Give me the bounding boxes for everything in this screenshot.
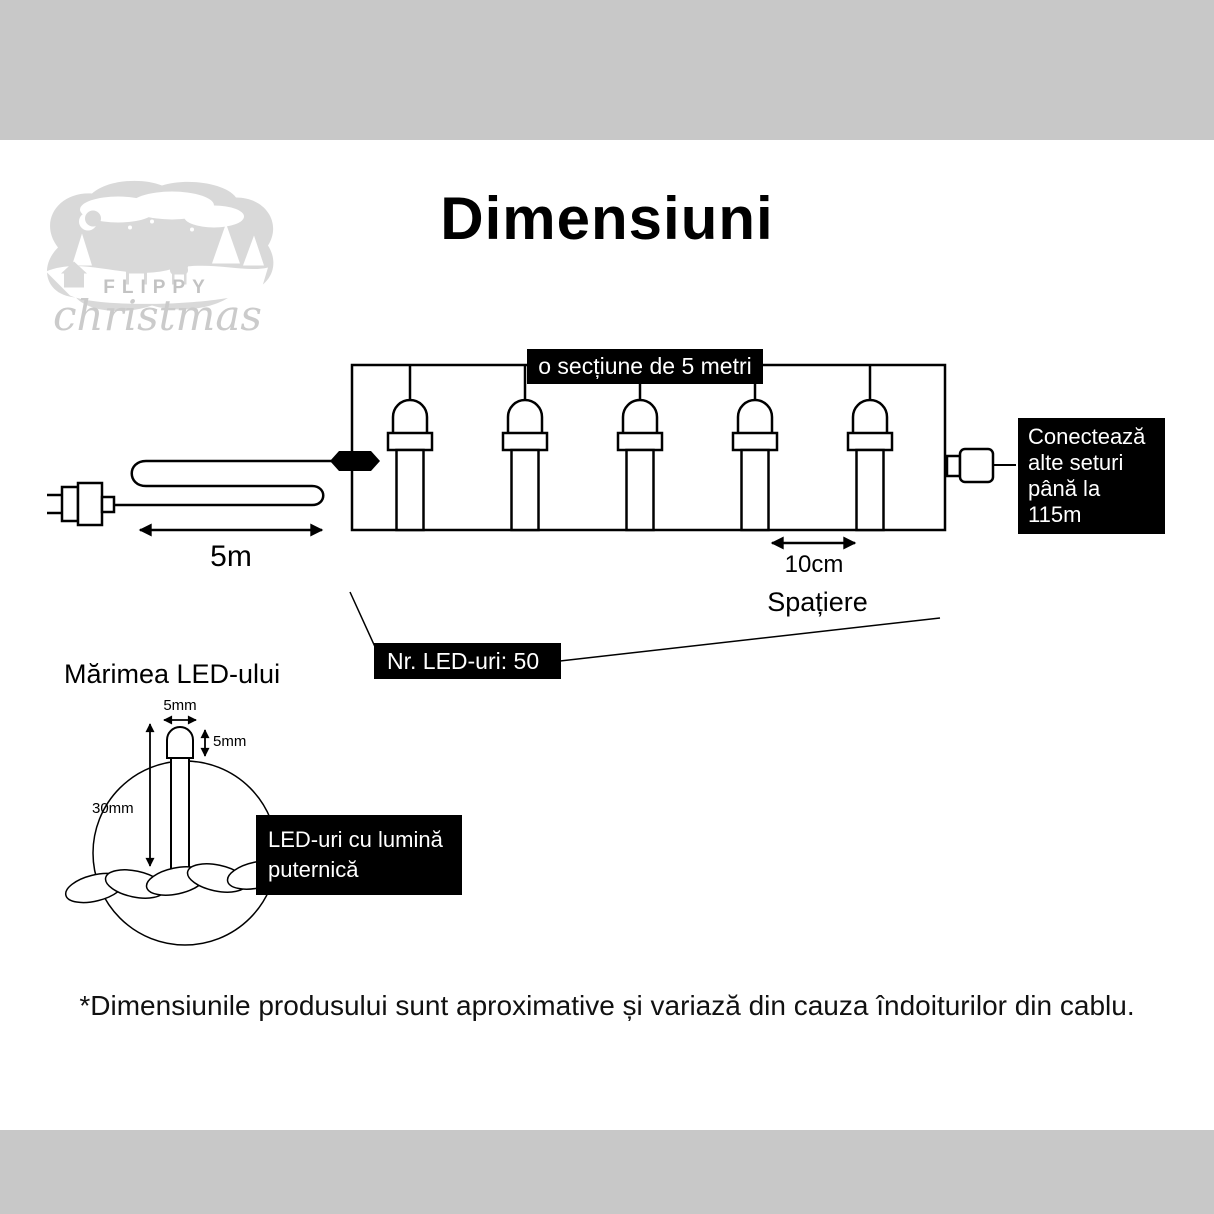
brand-name: FLIPPY bbox=[103, 277, 212, 298]
house-icon bbox=[61, 261, 87, 288]
section-length-badge: o secțiune de 5 metri bbox=[527, 349, 763, 384]
brightness-callout-line2: puternică bbox=[268, 857, 359, 882]
connect-note-line3: până la 115m bbox=[1028, 476, 1101, 527]
connect-note-line2: alte seturi bbox=[1028, 450, 1124, 475]
brand-script: christmas bbox=[53, 291, 262, 340]
stars bbox=[128, 219, 194, 232]
bulb-total-height-label: 30mm bbox=[92, 800, 134, 817]
spacing-caption: Spațiere bbox=[767, 587, 868, 617]
led-size-bulb bbox=[166, 726, 194, 873]
cable-coupler-icon bbox=[330, 451, 380, 471]
moon-icon bbox=[79, 210, 101, 231]
led-bulb bbox=[501, 363, 549, 532]
deer-small-icon bbox=[170, 253, 192, 285]
footnote: *Dimensiunile produsului sunt aproximati… bbox=[79, 990, 1135, 1021]
led-bulb bbox=[386, 363, 434, 532]
brightness-callout-line1: LED-uri cu lumină bbox=[268, 827, 443, 852]
led-bulb bbox=[616, 363, 664, 532]
led-count-badge: Nr. LED-uri: 50 bbox=[374, 643, 561, 679]
led-bulb bbox=[846, 363, 894, 532]
lead-length-label: 5m bbox=[210, 540, 252, 573]
led-bulb bbox=[731, 363, 779, 532]
trees bbox=[72, 223, 264, 266]
count-pointer-right bbox=[559, 617, 941, 662]
bulb-width-label: 5mm bbox=[163, 697, 197, 714]
brightness-callout: LED-uri cu lumină puternică bbox=[256, 815, 462, 895]
led-size-heading: Mărimea LED-ului bbox=[64, 659, 281, 689]
connect-note-line1: Conectează bbox=[1028, 424, 1146, 449]
spacing-value-label: 10cm bbox=[784, 551, 844, 578]
plug-icon bbox=[47, 481, 116, 527]
end-connector-icon bbox=[945, 447, 1016, 484]
connect-note-badge: Conectează alte seturi până la 115m bbox=[1018, 418, 1165, 534]
deer-icon bbox=[124, 238, 155, 285]
bulb-height-label: 5mm bbox=[213, 733, 247, 750]
page-title: Dimensiuni bbox=[440, 185, 774, 252]
lead-cable bbox=[113, 459, 336, 507]
flippy-logo bbox=[46, 180, 274, 312]
count-pointer-left bbox=[349, 591, 377, 650]
snow-ground bbox=[46, 265, 268, 304]
